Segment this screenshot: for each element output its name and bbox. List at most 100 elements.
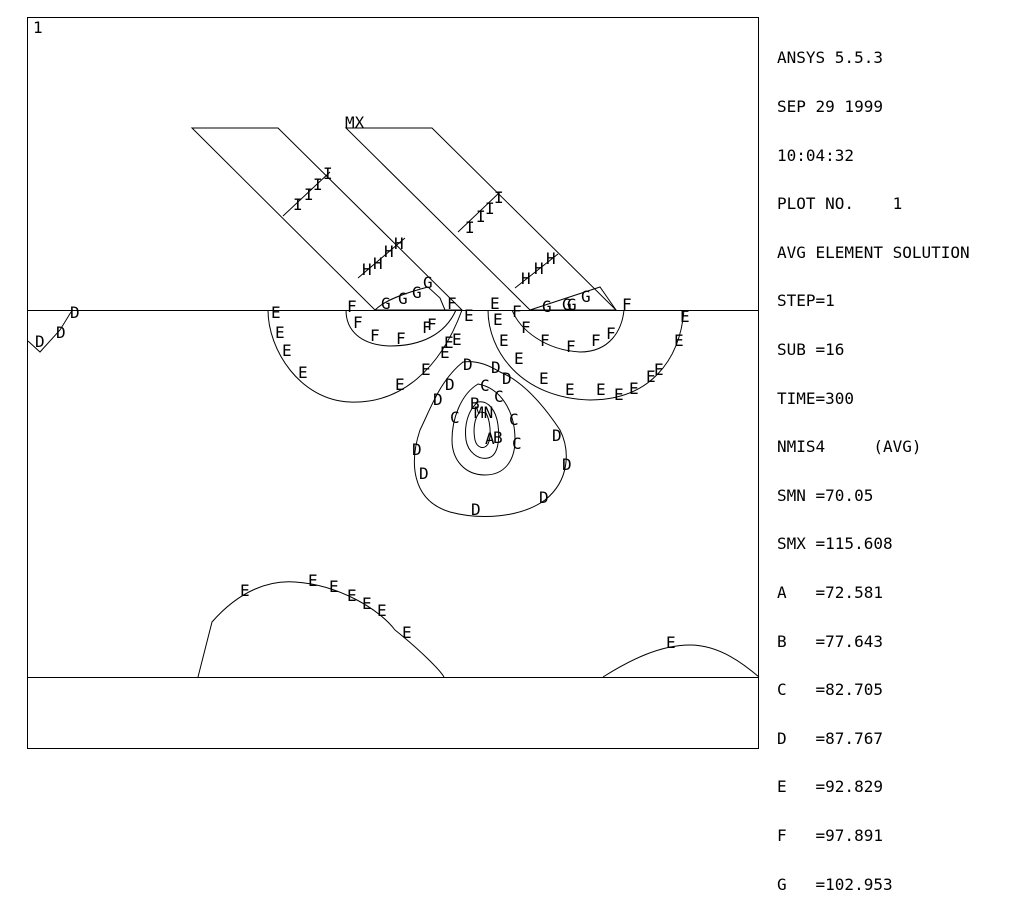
info-line: G =102.953 bbox=[777, 874, 893, 894]
contour-label-h: H bbox=[384, 242, 394, 261]
contour-label-d: D bbox=[445, 375, 455, 394]
contour-label-f: F bbox=[370, 326, 380, 345]
contour-e-right-arch bbox=[487, 309, 685, 401]
contour-label-e: E bbox=[629, 379, 639, 398]
info-line: SMX =115.608 bbox=[777, 534, 893, 554]
contour-label-e: E bbox=[596, 380, 606, 399]
geometry-outlines bbox=[190, 127, 618, 311]
contour-label-h: H bbox=[394, 234, 404, 253]
contour-label-e: E bbox=[514, 349, 524, 368]
contour-f-right-arch bbox=[511, 309, 625, 353]
contour-label-e: E bbox=[377, 601, 387, 620]
contour-label-f: F bbox=[396, 329, 406, 348]
contour-label-f: F bbox=[591, 331, 601, 350]
contour-label-e: E bbox=[329, 577, 339, 596]
contour-e-bottom-right bbox=[602, 644, 760, 678]
contour-label-e: E bbox=[275, 323, 285, 342]
contour-label-h: H bbox=[534, 259, 544, 278]
contour-label-e: E bbox=[402, 623, 412, 642]
contour-label-f: F bbox=[427, 315, 437, 334]
info-line: ANSYS 5.5.3 bbox=[777, 48, 883, 68]
min-marker: MN bbox=[474, 403, 493, 422]
contour-label-d: D bbox=[552, 426, 562, 445]
info-line: STEP=1 bbox=[777, 291, 835, 311]
contour-label-c: C bbox=[509, 410, 519, 429]
contour-label-e: E bbox=[614, 385, 624, 404]
contour-label-g: G bbox=[423, 273, 433, 292]
contour-label-d: D bbox=[70, 303, 80, 322]
info-line: 10:04:32 bbox=[777, 145, 855, 165]
contour-label-b: B bbox=[470, 394, 480, 413]
contour-label-e: E bbox=[444, 333, 454, 352]
contour-label-c: C bbox=[480, 376, 490, 395]
contour-label-g: G bbox=[398, 289, 408, 308]
info-line: D =87.767 bbox=[777, 728, 883, 748]
info-line: F =97.891 bbox=[777, 825, 883, 845]
contour-label-d: D bbox=[471, 500, 481, 519]
contour-label-e: E bbox=[308, 571, 318, 590]
info-panel: ANSYS 5.5.3 SEP 29 1999 10:04:32 PLOT NO… bbox=[777, 18, 970, 909]
max-marker: MX bbox=[345, 113, 365, 132]
contour-label-e: E bbox=[499, 331, 509, 350]
contour-label-d: D bbox=[463, 355, 473, 374]
contour-i-right bbox=[457, 191, 501, 233]
contour-label-d: D bbox=[412, 440, 422, 459]
contour-label-e: E bbox=[654, 360, 664, 379]
contour-label-e: E bbox=[440, 343, 450, 362]
contour-label-d: D bbox=[56, 323, 66, 342]
contour-label-f: F bbox=[353, 313, 363, 332]
contour-label-d: D bbox=[562, 455, 572, 474]
contour-label-e: E bbox=[347, 586, 357, 605]
info-line: SMN =70.05 bbox=[777, 485, 874, 505]
contour-label-f: F bbox=[512, 302, 522, 321]
info-line: AVG ELEMENT SOLUTION bbox=[777, 242, 970, 262]
info-line: A =72.581 bbox=[777, 582, 883, 602]
contour-i-left bbox=[282, 171, 331, 217]
contour-h-right bbox=[514, 253, 559, 289]
contour-g-right bbox=[529, 286, 617, 311]
contour-label-h: H bbox=[546, 249, 556, 268]
contour-label-e: E bbox=[240, 581, 250, 600]
contour-label-d: D bbox=[419, 464, 429, 483]
contour-label-e: E bbox=[282, 341, 292, 360]
contour-label-d: D bbox=[502, 369, 512, 388]
contour-lines bbox=[27, 171, 760, 678]
contour-label-c: C bbox=[494, 387, 504, 406]
contour-label-e: E bbox=[666, 633, 676, 652]
contour-label-i: I bbox=[485, 199, 495, 218]
contour-label-e: E bbox=[674, 331, 684, 350]
contour-d-left-edge bbox=[27, 309, 74, 353]
info-line: E =92.829 bbox=[777, 777, 883, 797]
contour-label-i: I bbox=[304, 185, 314, 204]
contour-label-g: G bbox=[581, 287, 591, 306]
window-number: 1 bbox=[33, 18, 43, 37]
contour-label-i: I bbox=[293, 195, 303, 214]
contour-h-left bbox=[357, 237, 406, 279]
contour-label-i: I bbox=[494, 188, 504, 207]
contour-label-g: G bbox=[412, 283, 422, 302]
info-line: NMIS4 (AVG) bbox=[777, 437, 922, 457]
contour-label-d: D bbox=[433, 390, 443, 409]
contour-label-e: E bbox=[565, 380, 575, 399]
contour-label-c: C bbox=[450, 408, 460, 427]
contour-d-closed bbox=[414, 361, 567, 517]
contour-label-g: G bbox=[381, 294, 391, 313]
contour-label-f: F bbox=[540, 331, 550, 350]
info-line: SUB =16 bbox=[777, 339, 845, 359]
contour-b-closed bbox=[465, 401, 500, 459]
contour-label-f: F bbox=[622, 295, 632, 314]
contour-label-f: F bbox=[521, 318, 531, 337]
contour-label-d: D bbox=[491, 358, 501, 377]
info-line: C =82.705 bbox=[777, 680, 883, 700]
info-line: TIME=300 bbox=[777, 388, 855, 408]
graphics-window-border bbox=[27, 17, 759, 749]
contour-c-closed bbox=[451, 383, 516, 476]
contour-a-closed bbox=[473, 411, 491, 448]
contour-label-i: I bbox=[476, 207, 486, 226]
contour-label-h: H bbox=[373, 254, 383, 273]
contour-label-e: E bbox=[421, 360, 431, 379]
contour-label-f: F bbox=[566, 337, 576, 356]
contour-f-left-arch bbox=[345, 309, 457, 347]
info-line: PLOT NO. 1 bbox=[777, 194, 903, 214]
contour-label-i: I bbox=[323, 164, 333, 183]
